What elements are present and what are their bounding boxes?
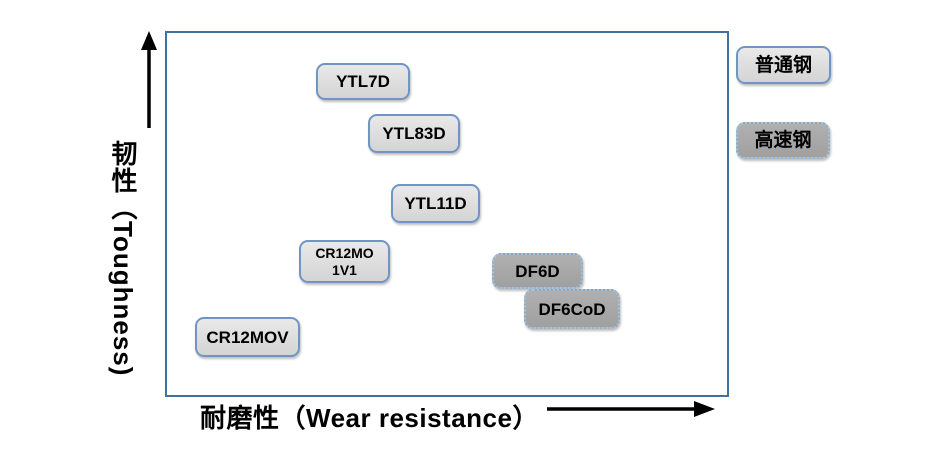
material-box-ytl83d: YTL83D [368,114,460,153]
material-box-ytl7d: YTL7D [316,63,410,100]
x-axis-arrow-icon [547,401,715,417]
y-axis-label: 韧性（Toughness) [108,140,138,377]
material-box-cr12mov: CR12MOV [195,317,300,357]
legend-item-ordinary-steel: 普通钢 [736,46,831,84]
y-axis-arrow-icon [141,31,157,128]
material-box-df6d: DF6D [492,253,583,289]
legend-item-high-speed-steel: 高速钢 [736,122,830,159]
material-box-cr12mo1v1: CR12MO 1V1 [299,240,390,283]
x-axis-label: 耐磨性（Wear resistance） [200,403,539,433]
material-box-ytl11d: YTL11D [391,184,480,223]
material-box-df6cod: DF6CoD [524,289,620,329]
